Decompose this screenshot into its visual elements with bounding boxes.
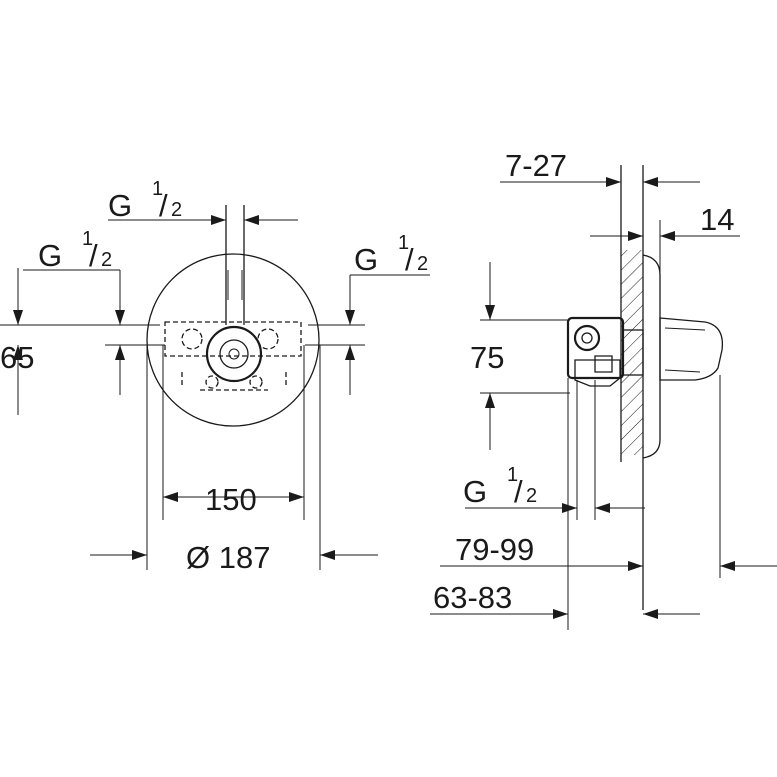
label-side-thread-bottom: G 1 / 2 [463, 464, 537, 509]
svg-text:G: G [463, 474, 487, 509]
label-dim-75: 75 [470, 340, 504, 375]
valve-body-outline [164, 321, 302, 357]
handle-side [659, 317, 724, 381]
svg-text:/: / [405, 242, 414, 277]
svg-text:/: / [89, 238, 98, 273]
label-dim-diameter: Ø 187 [186, 540, 270, 575]
label-dim-7-27: 7-27 [505, 148, 567, 183]
side-view [430, 165, 777, 630]
knob-inner [219, 339, 249, 369]
escutcheon-plate [146, 253, 320, 427]
front-view [0, 205, 430, 570]
label-dim-14: 14 [700, 202, 734, 237]
svg-text:/: / [159, 188, 168, 223]
label-front-thread-left: G 1 / 2 [38, 228, 112, 273]
inlet-left-hidden [181, 328, 203, 350]
label-dim-65: 65 [0, 340, 34, 375]
spout-stem [225, 205, 245, 325]
svg-text:1: 1 [398, 232, 409, 254]
wall-section [621, 250, 643, 455]
svg-text:G: G [38, 238, 62, 273]
label-front-thread-top: G 1 / 2 [108, 178, 182, 223]
svg-text:2: 2 [526, 485, 537, 507]
central-knob [205, 325, 263, 383]
label-dim-150: 150 [205, 482, 257, 517]
label-dim-79-99: 79-99 [455, 532, 534, 567]
label-dim-63-83: 63-83 [433, 580, 512, 615]
svg-text:1: 1 [507, 464, 518, 486]
svg-text:1: 1 [152, 178, 163, 200]
svg-text:2: 2 [171, 199, 182, 221]
escutcheon-side [642, 254, 661, 459]
svg-text:2: 2 [417, 253, 428, 275]
inlet-right-hidden [257, 328, 279, 350]
label-front-thread-right: G 1 / 2 [354, 232, 428, 277]
svg-text:2: 2 [101, 249, 112, 271]
svg-text:/: / [514, 474, 523, 509]
svg-text:G: G [108, 188, 132, 223]
svg-text:1: 1 [82, 228, 93, 250]
svg-text:G: G [354, 242, 378, 277]
